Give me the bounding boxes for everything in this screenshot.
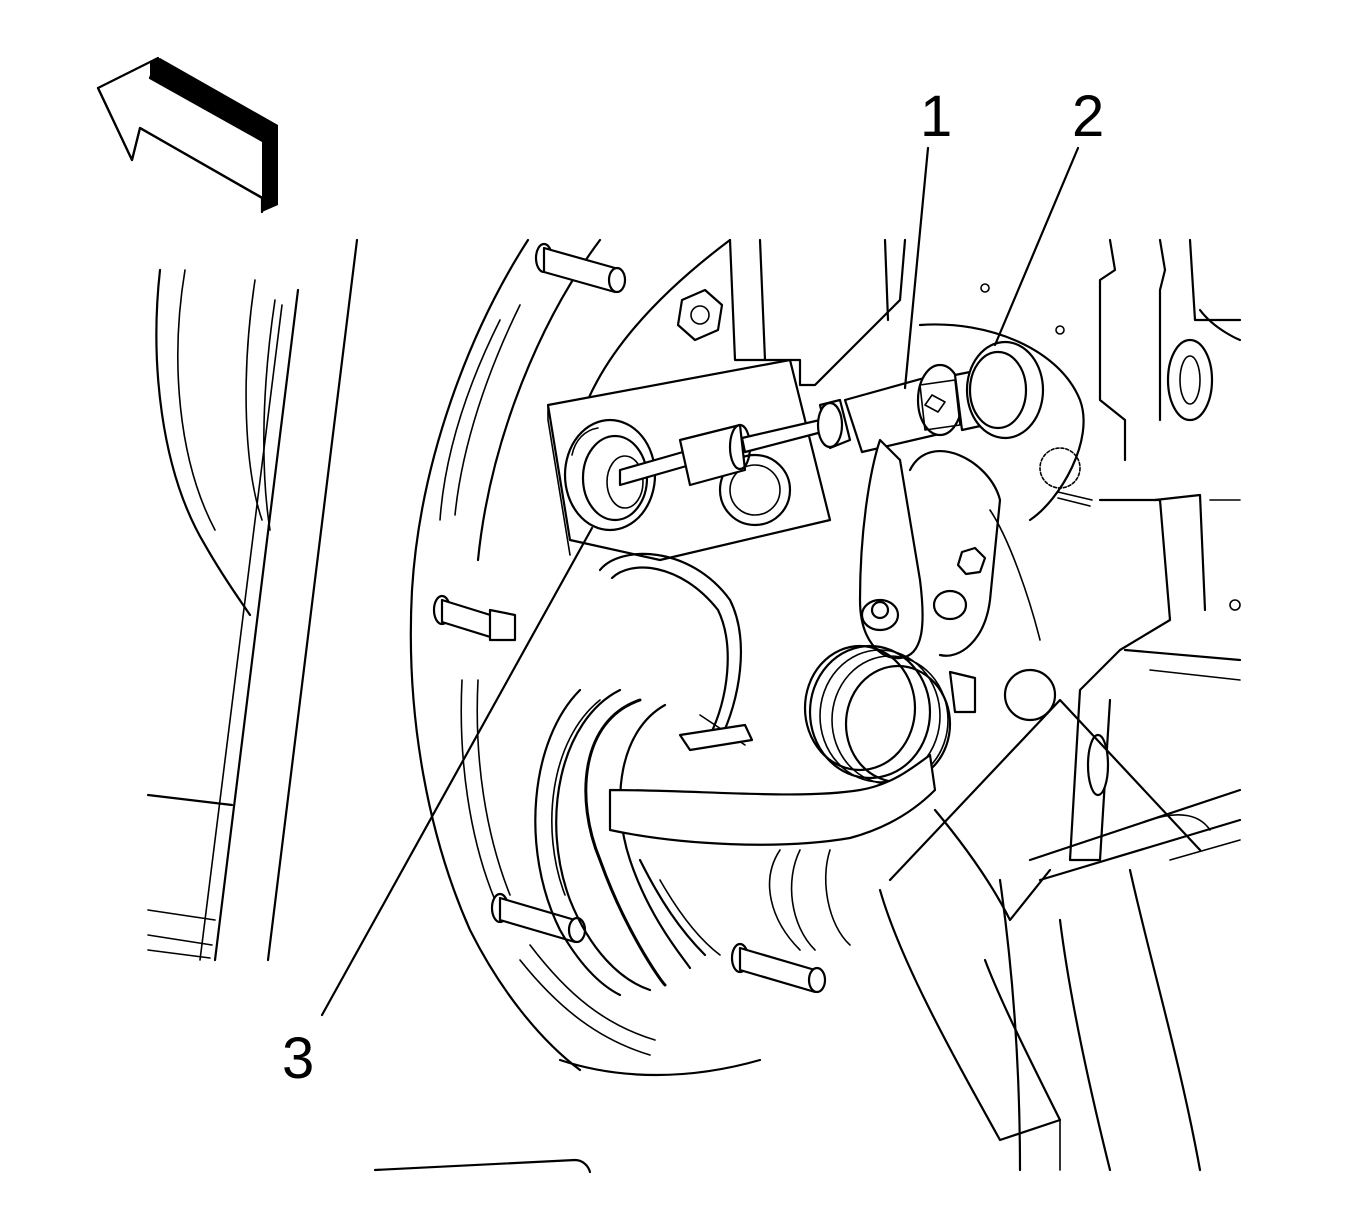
- stud: [432, 594, 517, 642]
- leader-lines: [320, 146, 1080, 1017]
- push-rod: [618, 418, 824, 487]
- callout-2: 2: [1072, 84, 1105, 149]
- pivot-plate: [918, 283, 1093, 722]
- return-spring: [803, 644, 977, 785]
- leader-line-1: [903, 146, 930, 390]
- floor-line: [373, 1158, 592, 1174]
- stud: [490, 892, 587, 944]
- right-support-members: [1068, 238, 1242, 862]
- booster-rings: [534, 688, 851, 997]
- stud: [730, 942, 827, 994]
- callout-3: 3: [282, 1026, 315, 1091]
- wiring-harness: [584, 552, 937, 987]
- front-direction-arrow-icon: [96, 56, 278, 214]
- pedal-arm: [858, 438, 1002, 660]
- leader-line-3: [320, 526, 594, 1017]
- stoplamp-switch: [816, 363, 987, 454]
- stud: [534, 242, 627, 294]
- leader-line-2: [993, 146, 1080, 347]
- pedal-bracket-plate: [409, 238, 827, 1077]
- lower-pedal-carrier: [878, 698, 1242, 1172]
- switch-housing: [965, 340, 1045, 440]
- vertical-bracket: [728, 238, 907, 387]
- hex-nut: [676, 288, 724, 342]
- callout-1: 1: [920, 84, 953, 149]
- left-body-panel: [146, 238, 359, 962]
